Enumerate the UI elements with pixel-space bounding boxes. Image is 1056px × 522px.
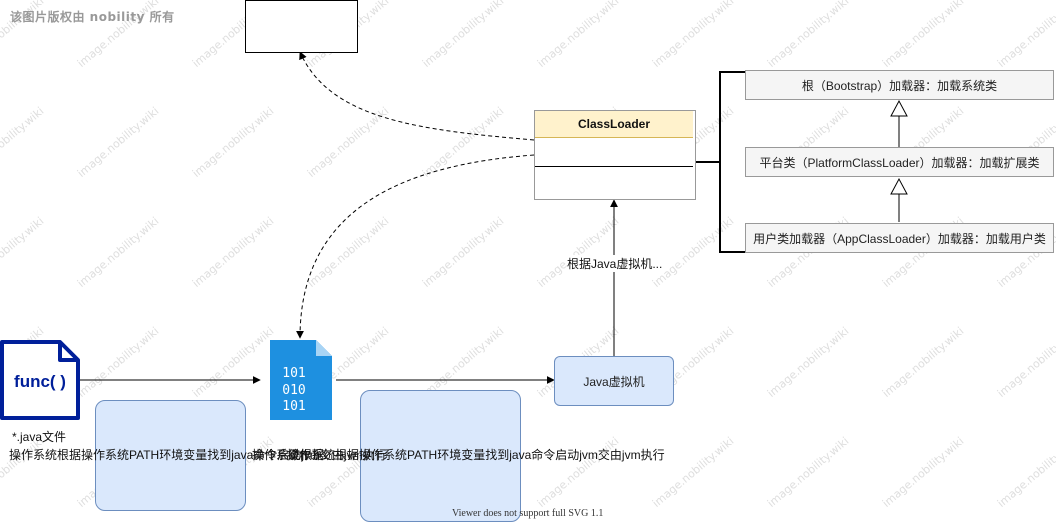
os-path-text-left: 操作系统根据操作系统PATH环境变量找到java命令启动jvm交由jvm执行 [9, 448, 387, 462]
binary-line-3: 101 [282, 399, 305, 414]
code-file-icon: func( ) [0, 340, 80, 420]
note-box-left [95, 400, 246, 511]
os-path-text-right: 操作系统根据操作系统PATH环境变量找到java命令启动jvm交由jvm执行 [287, 448, 665, 462]
dashed-edge-to-empty-box [299, 51, 535, 141]
inheritance-arrow-app-to-platform [890, 177, 908, 195]
edge-label-jvm: 根据Java虚拟机... [567, 255, 663, 272]
empty-box [245, 0, 358, 53]
watermark-corner-text: 该图片版权由 nobility 所有 [10, 10, 175, 24]
jvm-box: Java虚拟机 [554, 356, 674, 406]
dashed-edge-to-class-file [296, 154, 535, 339]
classloader-class: ClassLoader [534, 110, 696, 200]
app-loader-box: 用户类加载器（AppClassLoader）加载器：加载用户类 [745, 223, 1054, 253]
binary-file-icon: 101 010 101 [270, 340, 332, 420]
inheritance-arrow-platform-to-bootstrap [890, 99, 908, 117]
os-path-text-middle: 操作系统根据 [252, 448, 325, 462]
java-file-label: *.java文件 [12, 430, 67, 444]
note-box-right [360, 390, 521, 522]
platform-loader-box: 平台类（PlatformClassLoader）加载器：加载扩展类 [745, 147, 1054, 177]
loader-bracket [719, 71, 745, 253]
binary-line-2: 010 [282, 383, 305, 398]
classloader-separator [535, 166, 693, 167]
binary-line-1: 101 [282, 366, 305, 381]
bootstrap-loader-box: 根（Bootstrap）加载器：加载系统类 [745, 70, 1054, 100]
code-file-icon-label: func( ) [14, 372, 66, 391]
classloader-header: ClassLoader [535, 111, 693, 138]
viewer-warning-footer: Viewer does not support full SVG 1.1 [452, 508, 604, 519]
